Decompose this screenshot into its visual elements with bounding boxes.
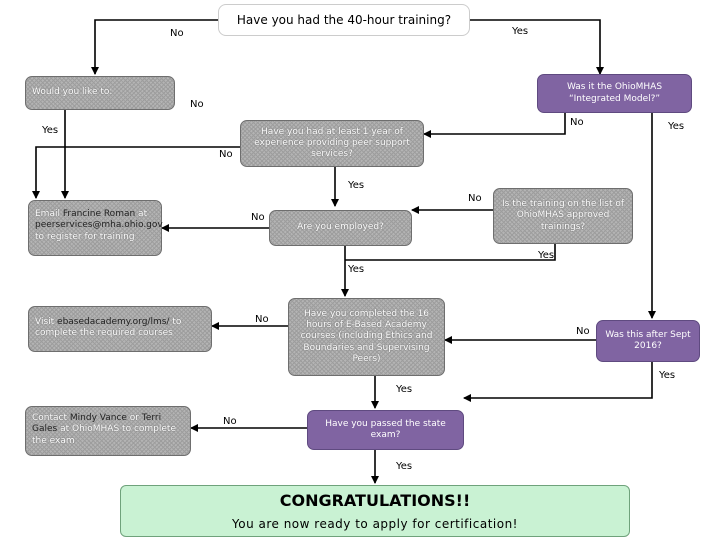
- arrow-sept-yes: [463, 362, 653, 402]
- arrow-40hour-yes: [470, 19, 604, 75]
- node-after-sept-2016: Was this after Sept 2016?: [596, 320, 700, 362]
- label-yes-ohiomhas: Yes: [668, 121, 685, 132]
- visit-post: to complete the required courses: [35, 317, 182, 339]
- label-no-would-like: No: [190, 99, 204, 110]
- node-ohiomhas-integrated-model: Was it the OhioMHAS “Integrated Model?”: [537, 74, 692, 113]
- contact-post: at OhioMHAS to complete the exam: [32, 424, 176, 446]
- visit-url: ebasedacademy.org/lms/: [57, 317, 170, 327]
- congrats-subtitle: You are now ready to apply for certifica…: [231, 516, 518, 531]
- label-no-16hours-right: No: [576, 326, 590, 337]
- contact-mid: or: [126, 413, 142, 423]
- label-no-1year: No: [219, 149, 233, 160]
- node-1year-experience: Have you had at least 1 year of experien…: [240, 120, 424, 167]
- visit-pre: Visit: [35, 317, 58, 327]
- label-yes-approved: Yes: [538, 250, 555, 261]
- email-pre: Email: [35, 209, 63, 219]
- label-no-ohiomhas: No: [570, 117, 584, 128]
- contact-pre: Contact: [32, 413, 70, 423]
- label-no-exam: No: [223, 416, 237, 427]
- node-state-exam: Have you passed the state exam?: [307, 410, 464, 450]
- node-contact-exam: Contact Mindy Vance or Terri Gales at Oh…: [25, 406, 191, 456]
- congrats-title: CONGRATULATIONS!!: [279, 490, 471, 510]
- node-employed: Are you employed?: [269, 210, 412, 246]
- label-no-16hours: No: [255, 314, 269, 325]
- arrow-40hour-no: [91, 19, 218, 75]
- label-no-employed: No: [251, 212, 265, 223]
- node-congratulations: CONGRATULATIONS!! You are now ready to a…: [120, 485, 630, 537]
- arrow-ohiomhas-no: [423, 113, 566, 138]
- node-40hour-question: Have you had the 40-hour training?: [218, 4, 470, 36]
- email-address: peerservices@mha.ohio.gov: [35, 220, 163, 231]
- label-no-top-left: No: [170, 28, 184, 39]
- label-yes-left: Yes: [42, 125, 59, 136]
- label-yes-1year: Yes: [348, 180, 365, 191]
- label-yes-sept: Yes: [659, 370, 676, 381]
- node-would-you-like: Would you like to:: [25, 76, 175, 110]
- node-ohiomhas-approved: Is the training on the list of OhioMHAS …: [493, 188, 633, 244]
- contact-name-1: Mindy Vance: [69, 413, 127, 423]
- arrow-approved-yes: [345, 244, 556, 261]
- node-visit-ebased: Visit ebasedacademy.org/lms/ to complete…: [28, 306, 212, 352]
- label-yes-employed: Yes: [348, 264, 365, 275]
- label-yes-16hours: Yes: [396, 384, 413, 395]
- email-post: to register for training: [35, 231, 135, 242]
- label-yes-exam: Yes: [396, 461, 413, 472]
- email-mid: at: [135, 209, 148, 219]
- label-no-approved: No: [468, 193, 482, 204]
- node-16hours-courses: Have you completed the 16 hours of E-Bas…: [288, 298, 445, 376]
- label-yes-top-right: Yes: [512, 26, 529, 37]
- arrow-1year-no: [32, 146, 240, 199]
- node-email-register: Email Francine Roman at peerservices@mha…: [28, 200, 163, 256]
- contact-name-2: Terri Gales: [32, 413, 162, 435]
- email-contact-name: Francine Roman: [62, 209, 136, 219]
